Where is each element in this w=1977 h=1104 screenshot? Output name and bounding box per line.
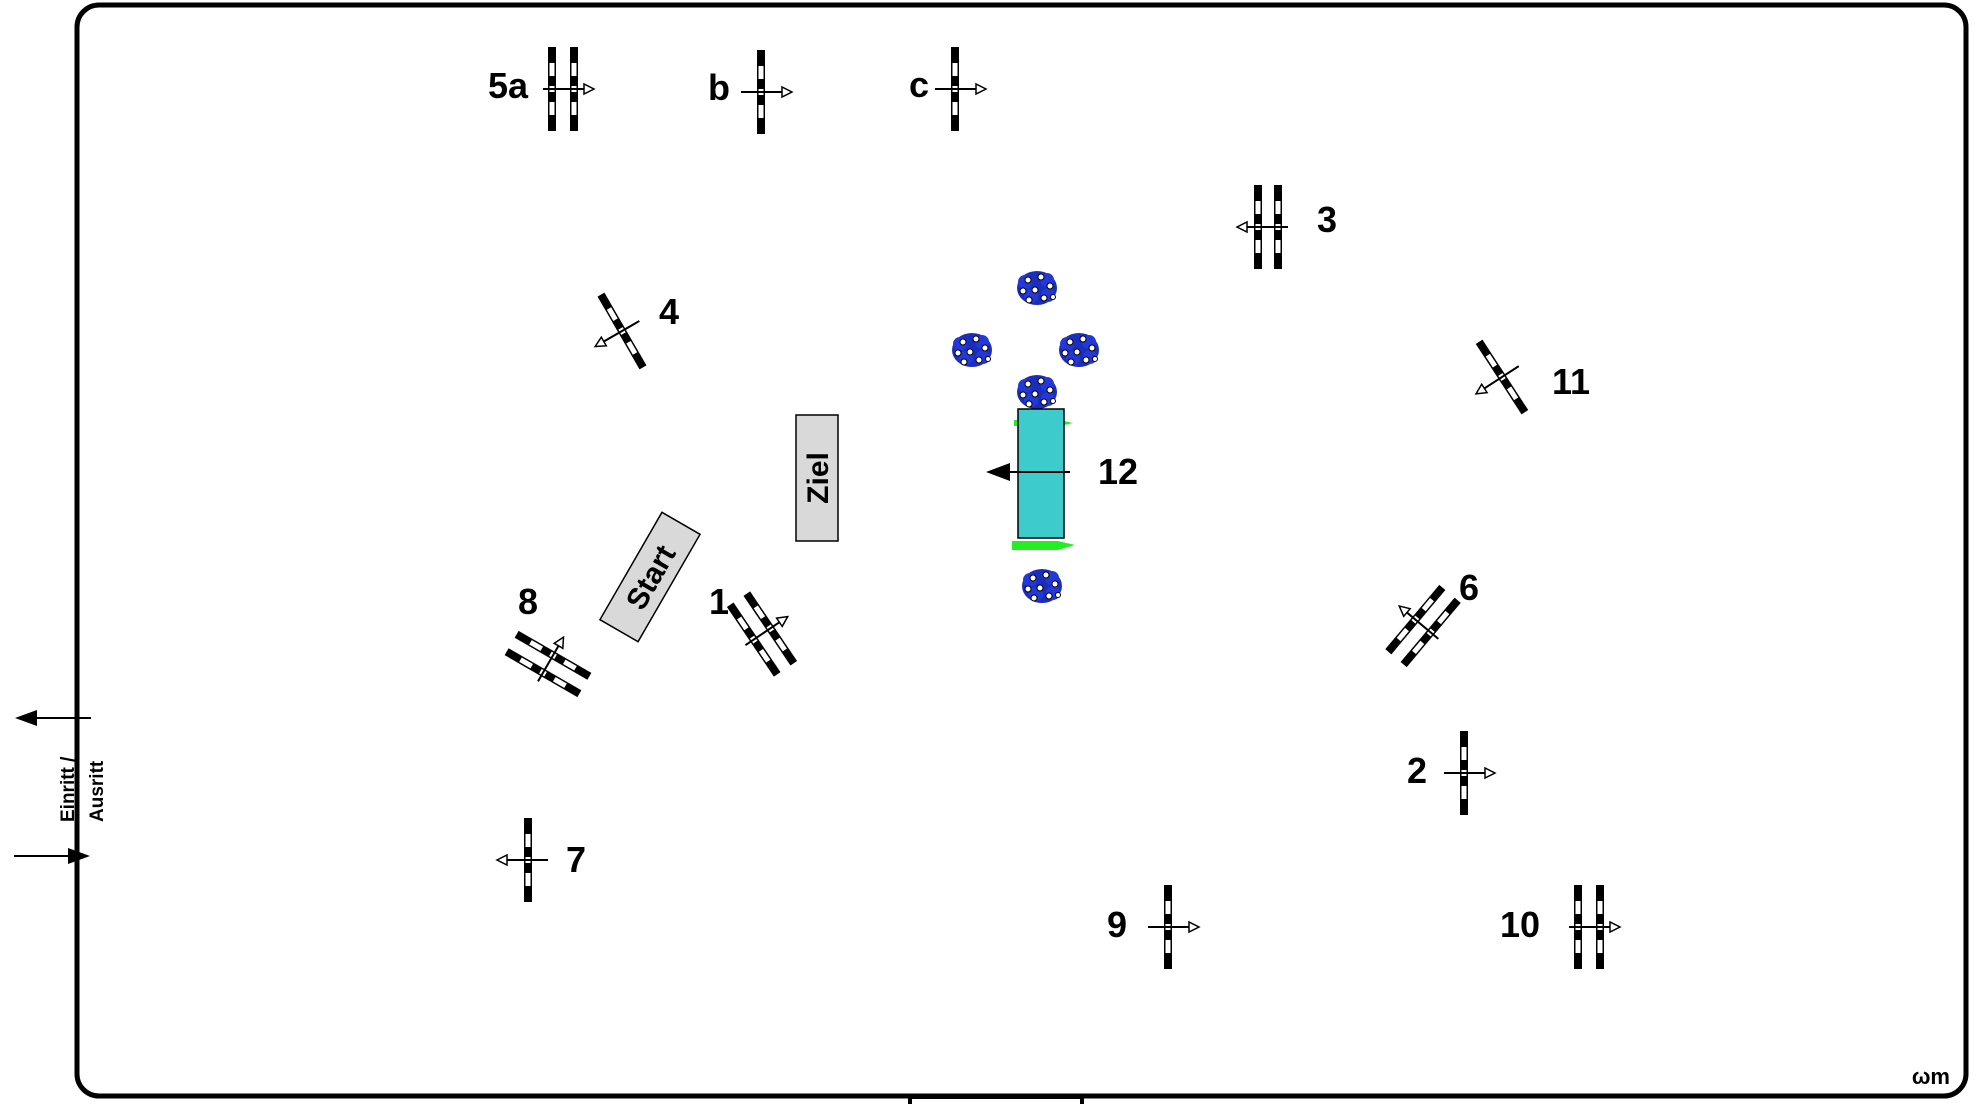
arena-border (77, 5, 1966, 1096)
entry-exit-line-1: Einritt / (58, 756, 79, 822)
finish-box: Ziel (796, 415, 838, 541)
obstacle-5b-label: b (708, 67, 730, 108)
obstacle-9-label: 9 (1107, 904, 1127, 945)
obstacle-6-label: 6 (1459, 567, 1479, 608)
entry-exit-line-2: Ausritt (87, 760, 108, 822)
obstacle-2-label: 2 (1407, 750, 1427, 791)
obstacle-7-label: 7 (566, 839, 586, 880)
water-ditch (1018, 409, 1064, 538)
designer-monogram: ωm (1912, 1064, 1950, 1089)
flower-pot-icon (1022, 569, 1062, 603)
flower-pot-icon (1017, 271, 1057, 305)
obstacle-11-label: 11 (1552, 361, 1590, 402)
obstacle-12-label: 12 (1098, 451, 1138, 492)
obstacle-1-label: 1 (709, 581, 729, 622)
finish-label: Ziel (802, 452, 835, 504)
obstacle-10-label: 10 (1500, 904, 1540, 945)
flower-pot-icon (952, 333, 992, 367)
flower-pot-icon (1059, 333, 1099, 367)
obstacle-3-label: 3 (1317, 199, 1337, 240)
bottom-gate (910, 1097, 1082, 1104)
obstacle-5a-label: 5a (488, 65, 529, 106)
obstacle-5c-label: c (909, 64, 929, 105)
obstacle-4-label: 4 (659, 291, 679, 332)
obstacle-8-label: 8 (518, 581, 538, 622)
flower-pot-icon (1017, 375, 1057, 409)
